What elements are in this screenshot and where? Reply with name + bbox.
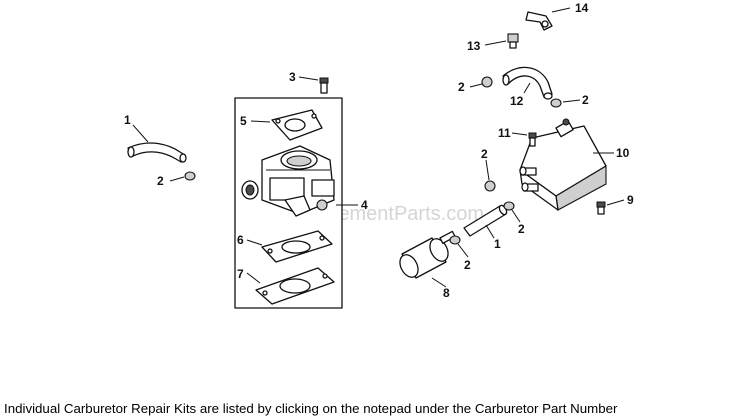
right-clamp[interactable]	[550, 98, 562, 108]
callout-6-gasket[interactable]: 6	[237, 233, 244, 247]
tube-clamp[interactable]	[503, 201, 515, 211]
mid-clamp[interactable]	[484, 180, 496, 192]
screw-part-11[interactable]	[528, 132, 537, 147]
caption-repair-kits: Individual Carburetor Repair Kits are li…	[4, 401, 618, 416]
filter-clamp[interactable]	[449, 235, 461, 245]
clip-part-14[interactable]	[525, 11, 553, 31]
left-clamp[interactable]	[184, 171, 196, 181]
top-clamp[interactable]	[481, 76, 493, 88]
callout-2-tube-clamp[interactable]: 2	[518, 222, 525, 236]
callout-1-fuel-tube[interactable]: 1	[494, 237, 501, 251]
callout-11-screw[interactable]: 11	[498, 126, 511, 140]
gasket-part-7[interactable]	[255, 267, 335, 305]
screw-part-3[interactable]	[319, 77, 329, 94]
callout-2-filter-clamp[interactable]: 2	[464, 258, 471, 272]
callout-13-fitting[interactable]: 13	[467, 39, 481, 53]
left-hose[interactable]	[127, 142, 187, 163]
callout-1-left-hose[interactable]: 1	[124, 113, 131, 127]
callout-3-screw[interactable]: 3	[289, 70, 296, 84]
callout-12-hose[interactable]: 12	[510, 94, 524, 108]
callout-2-top-clamp[interactable]: 2	[458, 80, 465, 94]
callout-14-clip[interactable]: 14	[575, 1, 589, 15]
callout-4-carburetor[interactable]: 4	[361, 198, 368, 212]
callout-10-fuel-pump[interactable]: 10	[616, 146, 630, 160]
fuel-filter[interactable]	[396, 230, 456, 280]
fuel-pump[interactable]	[519, 118, 607, 211]
carburetor-body[interactable]	[241, 145, 335, 217]
callout-2-right-clamp[interactable]: 2	[582, 93, 589, 107]
screw-part-9[interactable]	[596, 201, 606, 215]
callout-7-gasket[interactable]: 7	[237, 267, 244, 281]
gasket-part-5[interactable]	[271, 109, 323, 141]
callout-5-gasket[interactable]: 5	[240, 114, 247, 128]
callout-9-screw[interactable]: 9	[627, 193, 634, 207]
fitting-part-13[interactable]	[507, 33, 519, 49]
top-right-hose[interactable]	[502, 66, 553, 100]
callout-2-mid-clamp[interactable]: 2	[481, 147, 488, 161]
callout-8-fuel-filter[interactable]: 8	[443, 286, 450, 300]
gasket-part-6[interactable]	[261, 230, 333, 263]
callout-2-left-clamp[interactable]: 2	[157, 174, 164, 188]
